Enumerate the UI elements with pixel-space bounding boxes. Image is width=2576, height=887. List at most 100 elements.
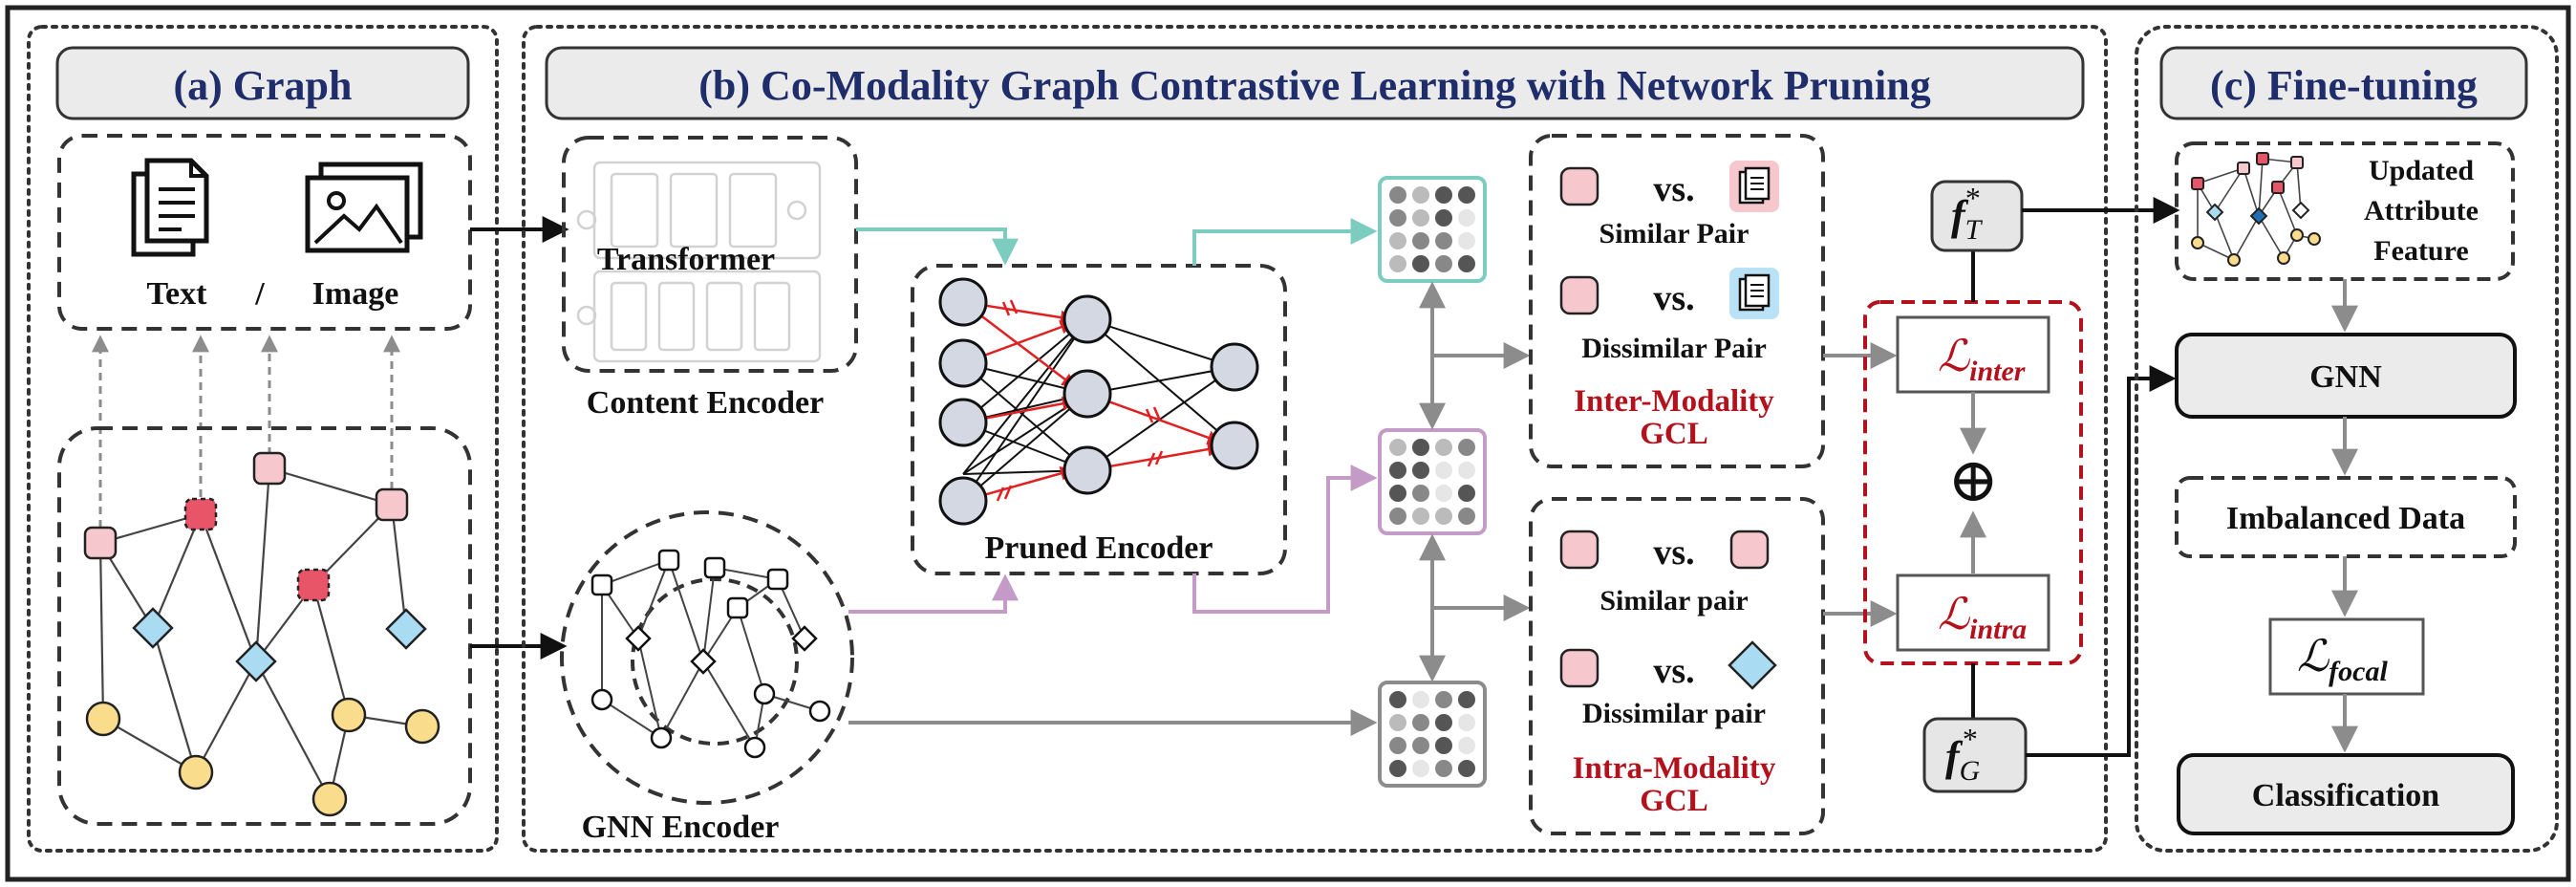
blue-diamond-icon	[1728, 640, 1777, 690]
loss-inter-symbol: ℒ	[1938, 332, 1970, 380]
loss-focal-subscript: focal	[2329, 656, 2388, 687]
gnn-encoder-nodes	[590, 549, 831, 759]
pink-node-icon	[1559, 530, 1599, 570]
embedding-matrix-gnn	[1378, 681, 1487, 788]
f-t-star-box	[1930, 180, 2024, 252]
similar-pair-lower-label: Similar pair	[1599, 585, 1748, 617]
embedding-matrix-text	[1378, 176, 1487, 283]
matrix-cell	[1389, 760, 1406, 777]
node-yellow	[331, 697, 367, 733]
attribute-links	[92, 335, 400, 528]
transformer-label: Transformer	[597, 242, 775, 277]
f-g-star-mark: *	[1961, 722, 1976, 756]
loss-intra-subscript: intra	[1969, 614, 2027, 645]
node-diamond	[132, 607, 174, 649]
matrix-cell	[1412, 462, 1429, 479]
f-t-symbol: f	[1951, 192, 1969, 239]
matrix-cell	[1389, 209, 1406, 227]
matrix-cell	[1412, 714, 1429, 731]
node-diamond	[385, 608, 427, 650]
graph-box	[57, 426, 472, 826]
pruned-encoder-box	[911, 264, 1287, 575]
f-t-star: fT*	[1951, 181, 1984, 246]
matrix-cell	[1458, 714, 1475, 731]
matrix-cell	[1435, 255, 1452, 272]
matrix-cell	[1412, 485, 1429, 502]
matrix-cell	[1458, 760, 1475, 777]
matrix-cell	[1389, 232, 1406, 249]
inter-gcl-title: Inter-Modality	[1574, 384, 1774, 419]
content-encoder-label: Content Encoder	[587, 385, 824, 421]
updated-feature-line3: Feature	[2373, 235, 2468, 267]
node-pink	[252, 451, 287, 486]
matrix-cell	[1412, 232, 1429, 249]
matrix-cell	[1458, 232, 1475, 249]
matrix-cell	[1435, 737, 1452, 754]
document-icon	[1729, 161, 1779, 212]
matrix-cell	[1435, 485, 1452, 502]
gnn-encoder-circle	[560, 510, 854, 805]
imbalanced-data-label: Imbalanced Data	[2226, 501, 2465, 536]
intra-gcl-subtitle: GCL	[1640, 784, 1708, 818]
intra-gcl-title: Intra-Modality	[1573, 751, 1776, 786]
matrix-cell	[1435, 508, 1452, 525]
loss-intra-symbol: ℒ	[1938, 590, 1970, 638]
f-t-subscript: T	[1965, 214, 1984, 246]
node-yellow	[85, 701, 121, 737]
loss-inter: ℒinter	[1938, 332, 2026, 387]
panel-b-header	[545, 46, 2085, 120]
matrix-cell	[1389, 508, 1406, 525]
vs-label: vs.	[1653, 532, 1694, 573]
inter-gcl-box	[1529, 134, 1825, 468]
gnn-encoder-inner-circle	[631, 577, 799, 746]
node-yellow	[404, 708, 440, 745]
matrix-cell	[1412, 760, 1429, 777]
loss-inter-subscript: inter	[1969, 356, 2026, 387]
vs-label: vs.	[1653, 169, 1694, 209]
arrow-fg-to-gnn	[2026, 365, 2177, 757]
updated-graph-nodes	[2191, 152, 2321, 267]
matrix-cell	[1458, 485, 1475, 502]
f-g-symbol: f	[1945, 733, 1964, 780]
document-icon	[1729, 268, 1779, 319]
node-red-dashed	[296, 568, 331, 602]
matrix-cell	[1412, 439, 1429, 456]
matrix-cell	[1458, 737, 1475, 754]
pruned-encoder-label: Pruned Encoder	[985, 530, 1213, 566]
imbalanced-data-box	[2175, 476, 2517, 558]
panel-b-title: (b) Co-Modality Graph Contrastive Learni…	[698, 62, 1930, 109]
matrix-cell	[1435, 760, 1452, 777]
graph-nodes	[83, 451, 440, 817]
matrix-cell	[1435, 714, 1452, 731]
matrix-cell	[1412, 209, 1429, 227]
f-g-star: fG*	[1945, 722, 1981, 787]
intra-gcl-box	[1529, 497, 1825, 835]
matrix-cell	[1389, 737, 1406, 754]
matrix-cell	[1435, 462, 1452, 479]
matrix-cell	[1458, 439, 1475, 456]
matrix-cell	[1389, 485, 1406, 502]
matrix-cell	[1412, 186, 1429, 204]
loss-intra-box	[1896, 573, 2050, 652]
matrix-cell	[1458, 508, 1475, 525]
node-pink	[375, 487, 409, 522]
f-g-subscript: G	[1960, 755, 1981, 787]
node-yellow	[178, 754, 214, 790]
matrix-cell	[1412, 691, 1429, 708]
matrix-cell	[1412, 508, 1429, 525]
gnn-encoder-label: GNN Encoder	[582, 810, 780, 845]
pruned-network-nodes	[938, 277, 1259, 526]
panel-a-border	[27, 25, 499, 853]
matrix-cell	[1412, 737, 1429, 754]
matrix-cell	[1435, 209, 1452, 227]
arrow-gnn-to-pruned	[848, 573, 1019, 614]
oplus-symbol: ⊕	[1947, 446, 1999, 514]
updated-feature-box	[2175, 141, 2515, 281]
panel-b-border	[522, 25, 2108, 853]
loss-focal: ℒfocal	[2297, 632, 2388, 687]
node-diamond	[235, 640, 277, 682]
similar-pair-label: Similar Pair	[1599, 218, 1750, 249]
pink-node-icon	[1559, 166, 1599, 206]
node-yellow	[311, 781, 348, 817]
